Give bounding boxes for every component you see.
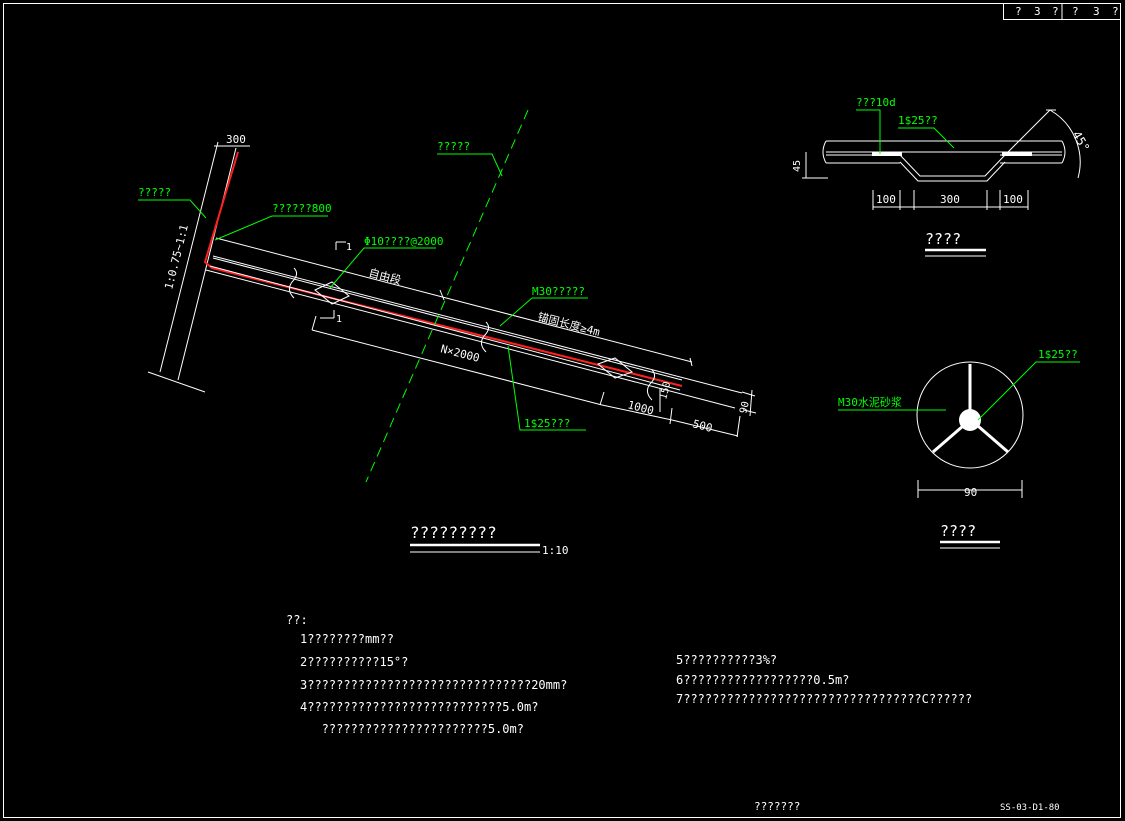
note-3: 3???????????????????????????????20mm? xyxy=(300,678,567,692)
section-marker-bottom-label: 1 xyxy=(336,314,342,325)
weld-right xyxy=(1002,152,1032,156)
drawing-number: SS-03-D1-80 xyxy=(1000,803,1060,813)
dim-90-label: 90 xyxy=(738,400,752,414)
weld-left xyxy=(872,152,902,156)
dim-line-above xyxy=(215,237,693,363)
title-block-cell-4: ? xyxy=(1072,5,1079,18)
section-marker-bottom: 1 xyxy=(320,310,342,325)
detail-bar-label: 1$25?? xyxy=(898,114,938,127)
free-section-label: 自由段 xyxy=(367,265,402,287)
dim-500-label: 500 xyxy=(691,417,713,435)
title-block-cell-6: ? xyxy=(1112,5,1119,18)
spacer-1 xyxy=(314,281,350,305)
section-marker-top: 1 xyxy=(335,241,352,253)
anchor-body-top xyxy=(212,255,743,394)
dim-300-top: 300 xyxy=(226,133,246,146)
section-grout-label: M30水泥砂浆 xyxy=(838,395,902,409)
dim-150-label: 150 xyxy=(658,381,673,401)
section-title: ???? xyxy=(940,522,976,540)
drawing-frame xyxy=(3,3,1121,818)
anchor-elevation: 300 1:0.75~1:1 自由段 锚固长度≥ xyxy=(138,109,757,483)
title-block-cell-2: 3 xyxy=(1034,5,1041,18)
section-marker-top-label: 1 xyxy=(346,242,352,253)
bar-label: 1$25??? xyxy=(524,417,570,430)
dim-800-label: ??????800 xyxy=(272,202,332,215)
note-6: 6??????????????????0.5m? xyxy=(676,673,849,687)
sliding-plane-line xyxy=(365,109,529,483)
bar-core xyxy=(959,409,981,431)
sliding-plane-label: ????? xyxy=(437,140,470,153)
main-scale: 1:10 xyxy=(542,544,569,557)
note-5: 5??????????3%? xyxy=(676,653,777,667)
footer-label: ??????? xyxy=(754,800,800,813)
note-2: 2??????????15°? xyxy=(300,655,408,669)
dim-300-detail: 300 xyxy=(940,193,960,206)
anchor-bar xyxy=(203,151,683,387)
detail-title: ???? xyxy=(925,230,961,248)
main-title-block: ????????? 1:10 xyxy=(410,523,569,557)
note-7: 7?????????????????????????????????C?????… xyxy=(676,692,972,706)
dim-45-label: 45 xyxy=(792,160,803,172)
break-mark-2 xyxy=(480,321,490,353)
dim-100-left: 100 xyxy=(876,193,896,206)
title-block-cell-5: 3 xyxy=(1093,5,1100,18)
notes: ??: 1????????mm?? 2??????????15°? 3?????… xyxy=(286,613,972,736)
spacing-label: N×2000 xyxy=(439,342,481,365)
anchor-cross-section: 90 1$25?? M30水泥砂浆 ???? xyxy=(838,348,1080,549)
dim-line-spacing xyxy=(311,329,603,406)
title-block-cell-1: ? xyxy=(1015,5,1022,18)
anchor-body-bottom xyxy=(205,269,736,409)
bar-splice-detail: 45° 45 100 300 100 ???10d 1$25?? ???? xyxy=(792,96,1092,257)
main-title: ????????? xyxy=(410,523,497,542)
section-bar-label: 1$25?? xyxy=(1038,348,1078,361)
anchor-length-label: 锚固长度≥4m xyxy=(536,309,602,339)
spacer-label: Φ10????@2000 xyxy=(364,235,443,248)
title-block: ? 3 ? ? 3 ? xyxy=(1003,3,1121,20)
splice-bend xyxy=(899,154,1006,177)
slope-label: ????? xyxy=(138,186,171,199)
note-4: 4???????????????????????????5.0m? xyxy=(300,700,538,714)
section-dim-90: 90 xyxy=(964,486,977,499)
dim-100-right: 100 xyxy=(1003,193,1023,206)
borehole-outline xyxy=(916,361,1024,469)
weld-length-label: ???10d xyxy=(856,96,896,109)
break-mark-1 xyxy=(288,267,298,299)
title-block-cell-3: ? xyxy=(1052,5,1059,18)
slope-face-line-outer xyxy=(159,141,219,373)
note-1: 1????????mm?? xyxy=(300,632,394,646)
note-4-continued: ???????????????????????5.0m? xyxy=(300,722,524,736)
spacer-2 xyxy=(596,357,634,379)
grout-label: M30????? xyxy=(532,285,585,298)
slope-ratio-label: 1:0.75~1:1 xyxy=(162,223,191,290)
dim-1000-label: 1000 xyxy=(626,398,655,417)
notes-heading: ??: xyxy=(286,613,308,627)
break-mark-3 xyxy=(646,369,656,401)
